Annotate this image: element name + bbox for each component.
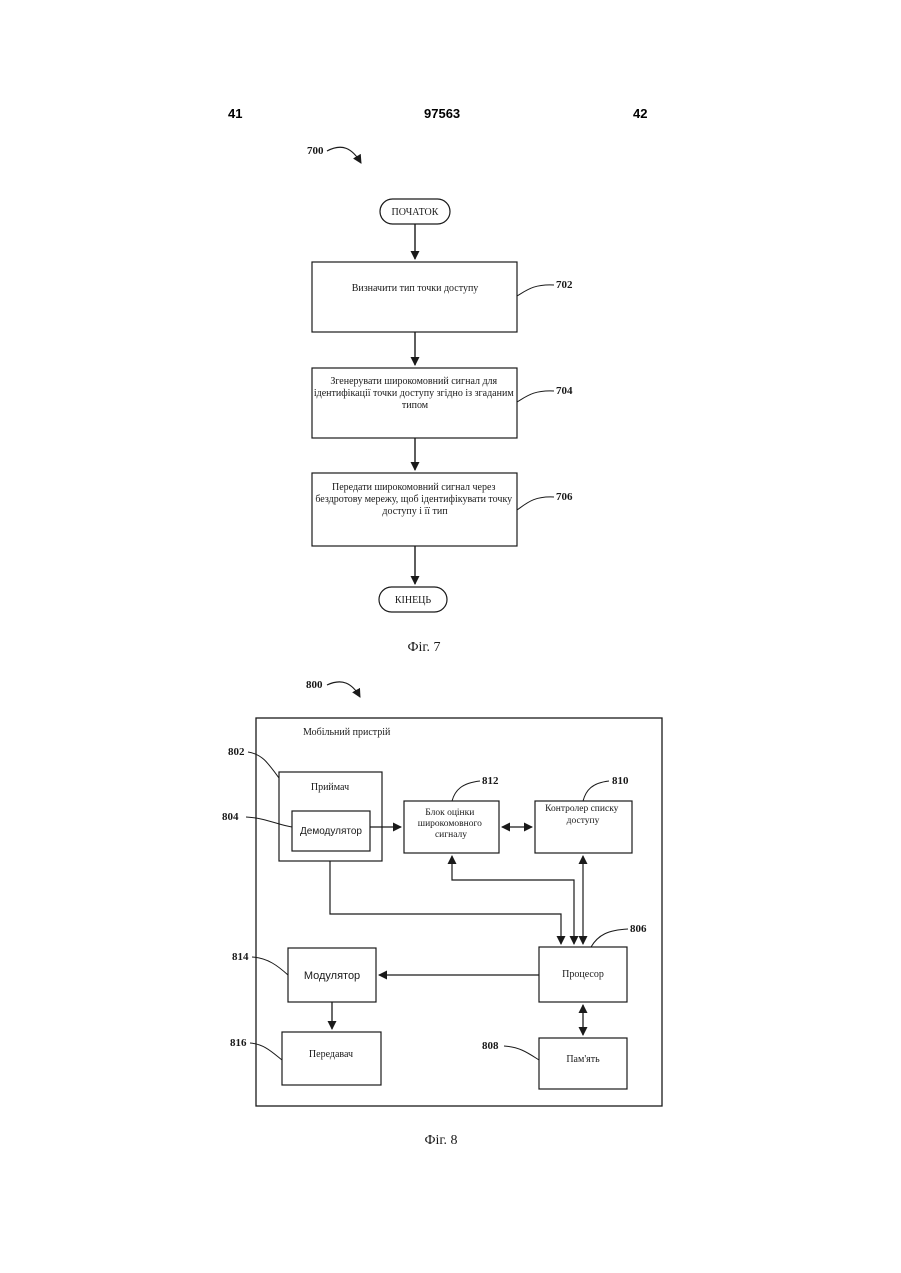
modulator-ref: 814 xyxy=(232,951,249,963)
arrow-evaluator-processor xyxy=(452,856,574,944)
memory-ref: 808 xyxy=(482,1040,499,1052)
end-label: КІНЕЦЬ xyxy=(395,595,432,606)
step-702-line-1: Визначити тип точки доступу xyxy=(352,283,479,294)
processor-block: Процесор 806 xyxy=(539,923,647,1002)
start-label: ПОЧАТОК xyxy=(392,207,439,218)
transmitter-leader xyxy=(250,1043,282,1060)
end-terminal: КІНЕЦЬ xyxy=(379,587,447,612)
step-702-leader xyxy=(517,285,554,296)
figure-7-flowchart: 700 ПОЧАТОК Визначити тип точки доступу … xyxy=(307,145,573,655)
access-list-controller-block: Контролер списку доступу 810 xyxy=(535,775,632,853)
step-702-text: Визначити тип точки доступу xyxy=(352,283,479,294)
memory-label: Пам'ять xyxy=(566,1054,600,1065)
broadcast-evaluator-leader xyxy=(452,781,480,801)
broadcast-evaluator-line-1: Блок оцінки xyxy=(425,808,474,818)
receiver-label: Приймач xyxy=(311,782,349,793)
demodulator-block: Демодулятор 804 xyxy=(222,811,370,851)
fig7-ref-arrow xyxy=(327,147,361,163)
fig8-ref-label: 800 xyxy=(306,679,323,691)
broadcast-evaluator-line-2: широкомовного xyxy=(418,819,482,829)
access-list-controller-line-1: Контролер списку xyxy=(545,804,619,814)
step-704-line-3: типом xyxy=(402,400,429,411)
broadcast-evaluator-block: Блок оцінки широкомовного сигналу 812 xyxy=(404,775,499,853)
demodulator-ref: 804 xyxy=(222,811,239,823)
memory-leader xyxy=(504,1046,539,1060)
figure-8-block-diagram: 800 Мобільний пристрій Приймач 802 Демод… xyxy=(222,679,662,1148)
broadcast-evaluator-line-3: сигналу xyxy=(435,830,467,840)
transmitter-label: Передавач xyxy=(309,1049,353,1060)
step-706: Передати широкомовний сигнал через бездр… xyxy=(312,473,573,546)
fig7-reference: 700 xyxy=(307,145,361,163)
step-706-leader xyxy=(517,497,554,510)
fig7-caption: Фіг. 7 xyxy=(407,640,440,655)
fig8-reference: 800 xyxy=(306,679,360,697)
modulator-label: Модулятор xyxy=(304,970,360,982)
processor-label: Процесор xyxy=(562,969,604,980)
transmitter-ref: 816 xyxy=(230,1037,247,1049)
processor-ref: 806 xyxy=(630,923,647,935)
step-706-ref: 706 xyxy=(556,491,573,503)
step-706-line-2: бездротову мережу, щоб ідентифікувати то… xyxy=(315,494,512,505)
step-702-box xyxy=(312,262,517,332)
processor-leader xyxy=(591,929,628,947)
memory-block: Пам'ять 808 xyxy=(482,1038,627,1089)
receiver-leader xyxy=(248,752,279,778)
fig8-caption: Фіг. 8 xyxy=(424,1133,457,1148)
fig8-ref-arrow xyxy=(327,682,360,697)
step-704-leader xyxy=(517,391,554,402)
step-704-line-2: ідентифікації точки доступу згідно із зг… xyxy=(314,388,514,399)
mobile-device-label: Мобільний пристрій xyxy=(303,727,391,738)
access-list-controller-line-2: доступу xyxy=(567,816,600,826)
access-list-controller-leader xyxy=(583,781,609,801)
step-706-line-3: доступу і її тип xyxy=(382,506,448,517)
arrow-receiver-to-processor xyxy=(330,861,561,944)
step-704-line-1: Згенерувати широкомовний сигнал для xyxy=(330,376,497,387)
modulator-block: Модулятор 814 xyxy=(232,948,376,1002)
receiver-ref: 802 xyxy=(228,746,245,758)
start-terminal: ПОЧАТОК xyxy=(380,199,450,224)
step-704: Згенерувати широкомовний сигнал для іден… xyxy=(312,368,573,438)
fig7-ref-label: 700 xyxy=(307,145,324,157)
step-702: Визначити тип точки доступу 702 xyxy=(312,262,573,332)
modulator-leader xyxy=(252,957,288,975)
step-706-line-1: Передати широкомовний сигнал через xyxy=(332,482,496,493)
access-list-controller-ref: 810 xyxy=(612,775,629,787)
broadcast-evaluator-ref: 812 xyxy=(482,775,499,787)
step-702-ref: 702 xyxy=(556,279,573,291)
step-704-ref: 704 xyxy=(556,385,573,397)
demodulator-label: Демодулятор xyxy=(300,826,362,837)
transmitter-block: Передавач 816 xyxy=(230,1032,381,1085)
